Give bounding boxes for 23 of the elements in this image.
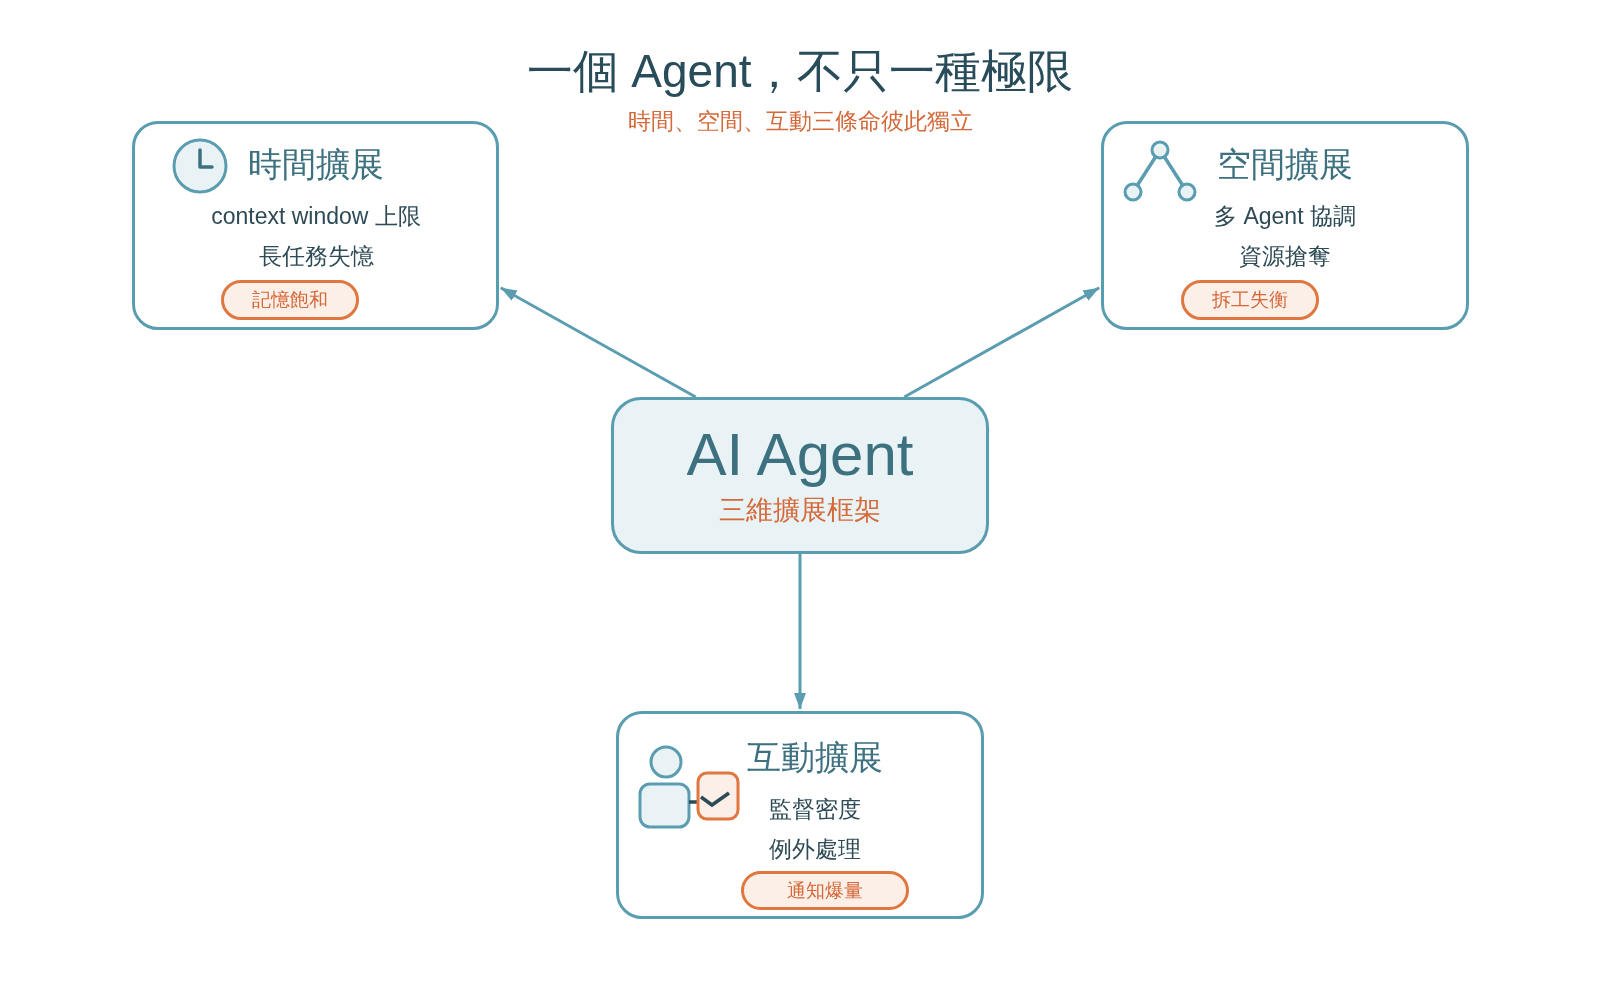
box-title: AI Agent [686, 419, 914, 489]
box-text: 資源搶奪 [1239, 242, 1331, 270]
subtitle: 時間、空間、互動三條命彼此獨立 [627, 107, 973, 135]
box-text: 例外處理 [769, 835, 861, 863]
box-text: 多 Agent 協調 [1214, 202, 1356, 230]
box-text: 長任務失憶 [258, 242, 374, 270]
box-text: 監督密度 [769, 795, 861, 823]
arrow [794, 554, 806, 709]
box-text: context window 上限 [211, 202, 421, 230]
box-title: 空間擴展 [1217, 145, 1353, 185]
box-title: 互動擴展 [747, 738, 883, 778]
rounded-box [1101, 121, 1469, 330]
title: 一個 Agent，不只一種極限 [526, 44, 1074, 98]
box-subtitle: 三維擴展框架 [719, 495, 881, 527]
arrow [903, 286, 1101, 399]
tag: 通知爆量 [741, 871, 909, 910]
tag: 拆工失衡 [1181, 280, 1319, 320]
arrow [499, 286, 697, 399]
rounded-box [616, 711, 984, 919]
tag: 記憶飽和 [221, 280, 359, 320]
highlighted-box [611, 397, 989, 554]
box-title: 時間擴展 [248, 145, 384, 185]
rounded-box [132, 121, 499, 330]
